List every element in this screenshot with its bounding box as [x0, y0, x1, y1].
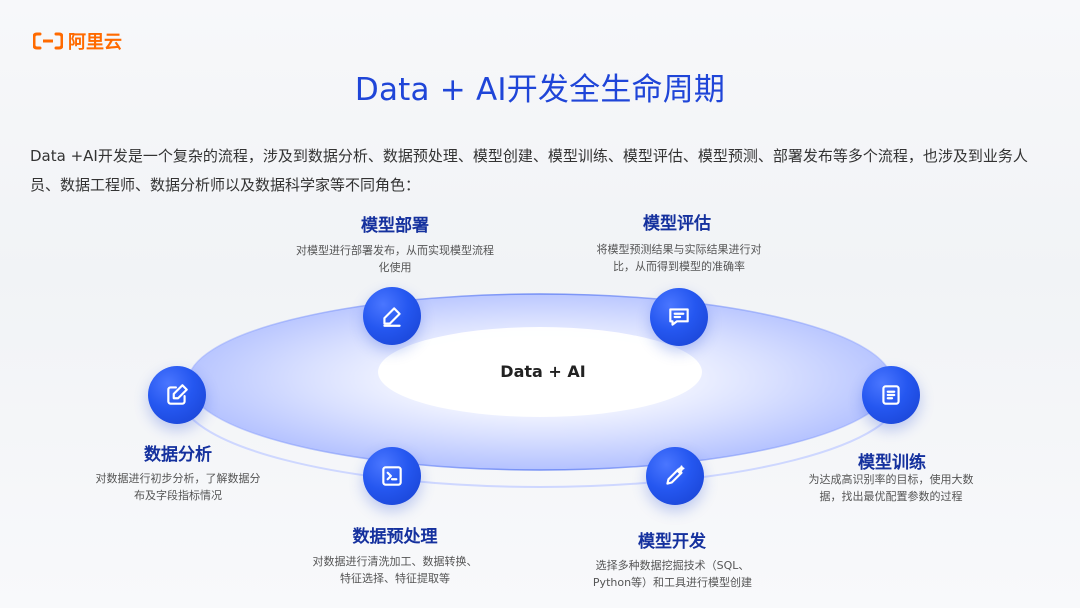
- logo-text: 阿里云: [68, 32, 122, 53]
- aliyun-logo-icon: [33, 32, 63, 50]
- node-icon-develop[interactable]: [646, 447, 704, 505]
- message-square-icon: [669, 308, 689, 326]
- page-title: Data + AI开发全生命周期: [354, 72, 726, 108]
- node-title-evaluate: 模型评估: [643, 214, 711, 234]
- node-title-train: 模型训练: [858, 453, 926, 473]
- logo: 阿里云: [33, 28, 122, 54]
- node-title-deploy: 模型部署: [361, 216, 429, 236]
- node-desc-deploy: 对模型进行部署发布，从而实现模型流程化使用: [296, 244, 494, 274]
- node-title-preprocess: 数据预处理: [352, 527, 438, 547]
- node-desc-analysis: 对数据进行初步分析，了解数据分布及字段指标情况: [95, 472, 261, 502]
- edit-square-icon: [167, 384, 188, 405]
- node-title-analysis: 数据分析: [144, 445, 212, 465]
- node-icon-analysis[interactable]: [148, 366, 206, 424]
- node-desc-evaluate: 将模型预测结果与实际结果进行对比，从而得到模型的准确率: [596, 243, 762, 273]
- node-icon-deploy[interactable]: [363, 287, 421, 345]
- node-title-develop: 模型开发: [638, 532, 706, 552]
- node-icon-evaluate[interactable]: [650, 288, 708, 346]
- document-icon: [882, 385, 900, 405]
- edit-line-icon: [383, 307, 401, 327]
- node-desc-preprocess: 对数据进行清洗加工、数据转换、特征选择、特征提取等: [312, 555, 478, 585]
- center-label: Data + AI: [500, 362, 586, 381]
- node-icon-preprocess[interactable]: [363, 447, 421, 505]
- terminal-icon: [382, 466, 402, 486]
- magic-pen-icon: [666, 465, 685, 485]
- node-desc-train: 为达成高识别率的目标，使用大数据，找出最优配置参数的过程: [808, 473, 974, 503]
- node-icon-train[interactable]: [862, 366, 920, 424]
- node-desc-develop: 选择多种数据挖掘技术（SQL、Python等）和工具进行模型创建: [592, 559, 753, 589]
- intro-paragraph: Data +AI开发是一个复杂的流程，涉及到数据分析、数据预处理、模型创建、模型…: [30, 147, 1028, 194]
